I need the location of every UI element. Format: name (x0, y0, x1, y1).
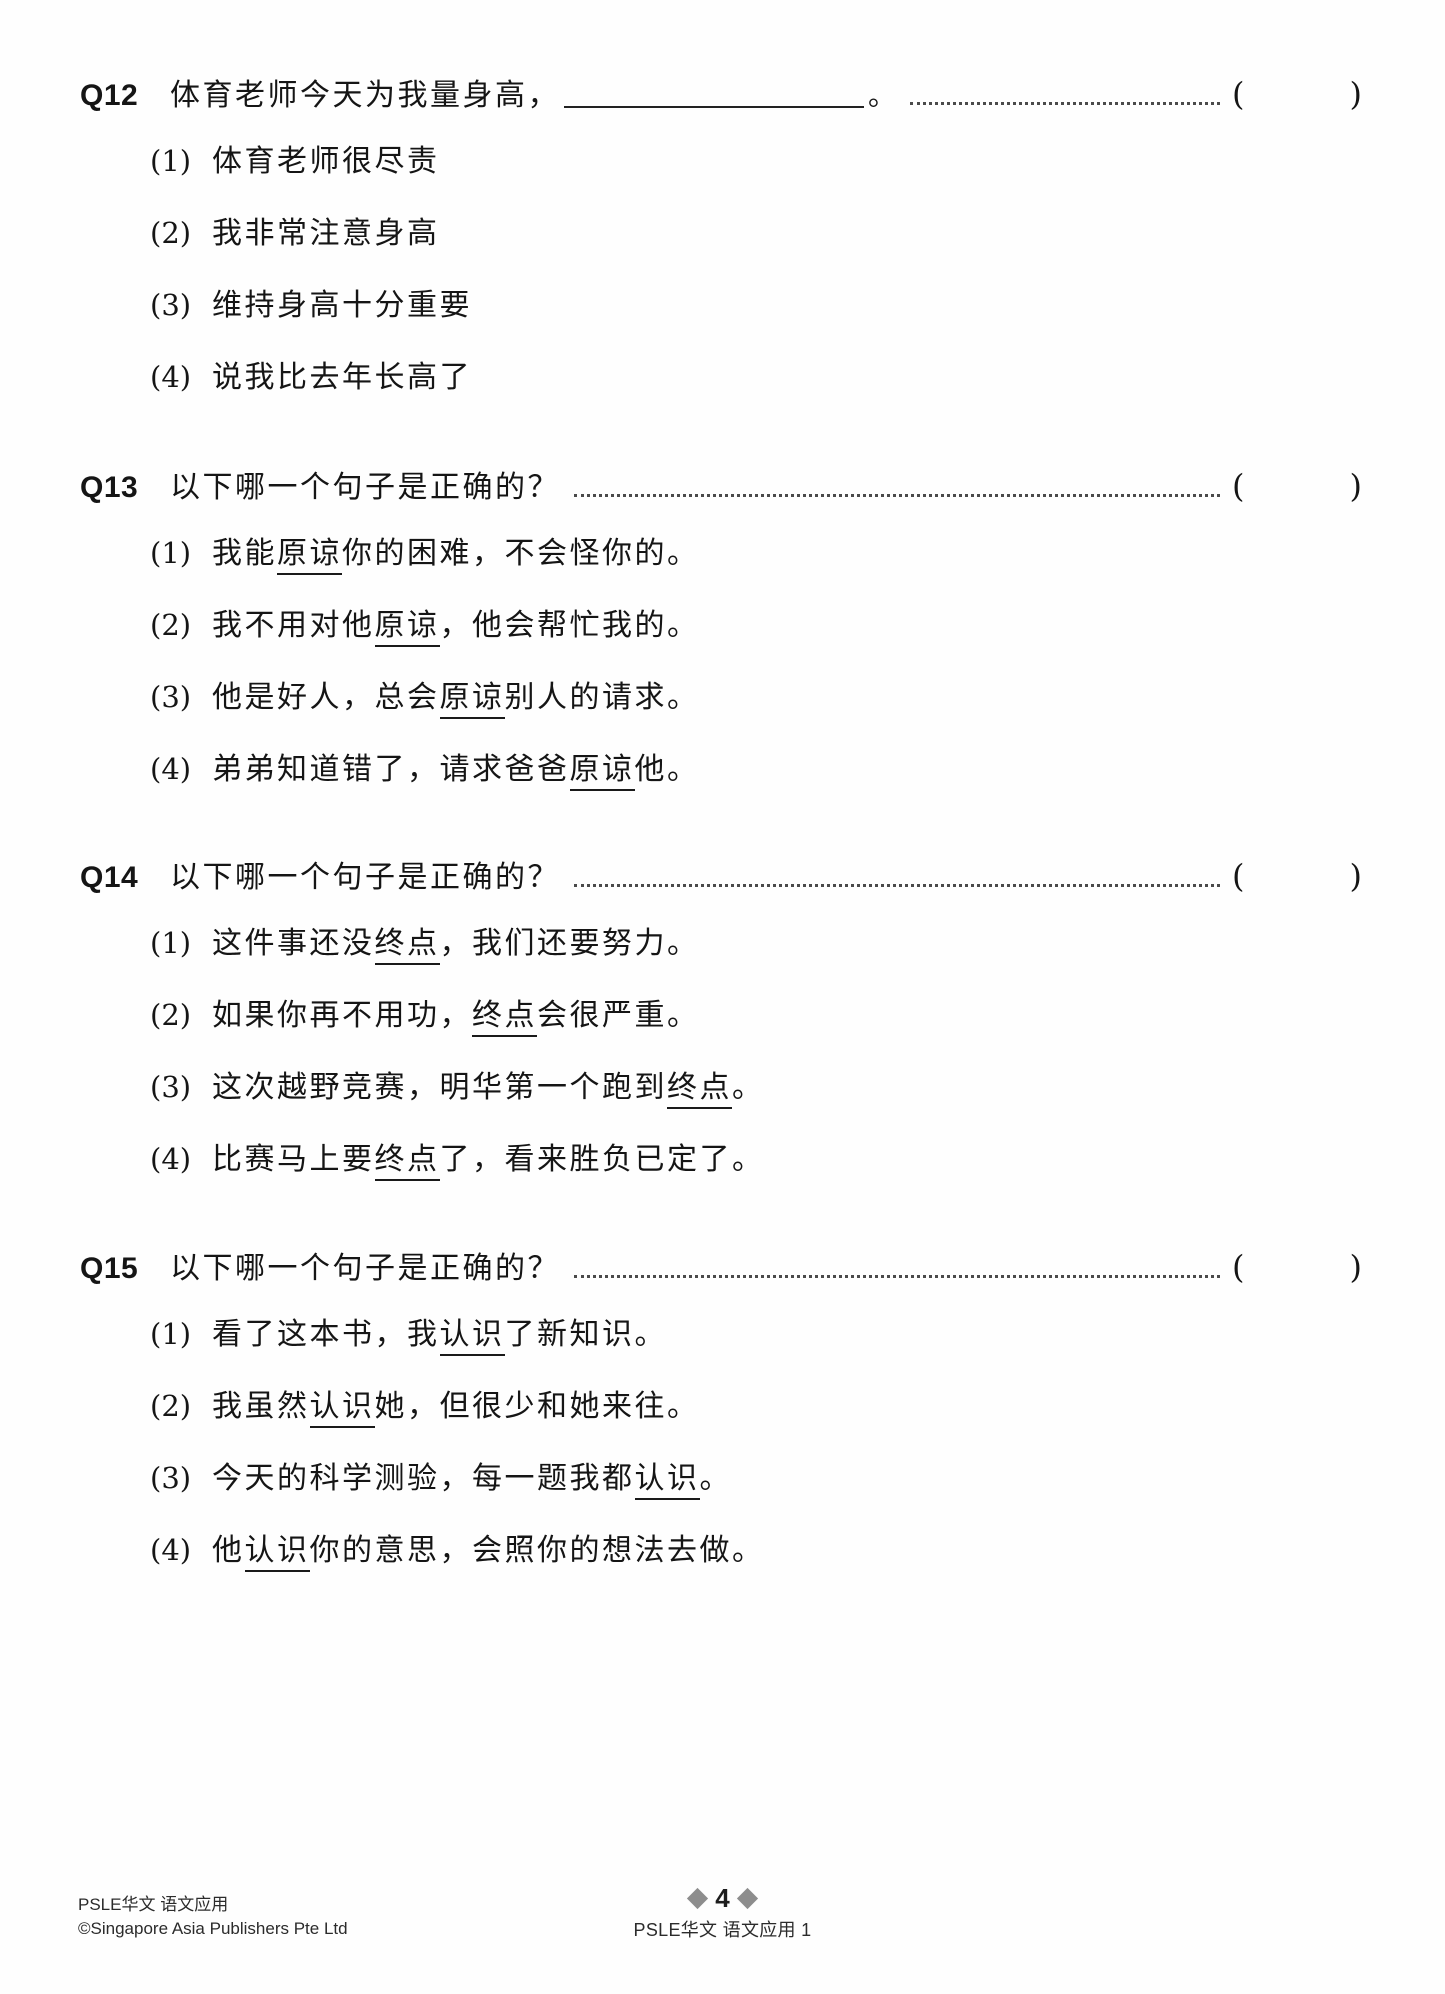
option-number: (4) (150, 1533, 192, 1567)
option-text: 弟弟知道错了，请求爸爸原谅他。 (212, 744, 700, 791)
option-text: 这次越野竞赛，明华第一个跑到终点。 (212, 1062, 765, 1109)
dotted-leader (910, 88, 1220, 105)
option-item[interactable]: (2) 我非常注意身高 (80, 208, 1370, 252)
option-item[interactable]: (3) 维持身高十分重要 (80, 280, 1370, 324)
option-number: (2) (150, 608, 192, 642)
footer-copyright: ©Singapore Asia Publishers Pte Ltd (78, 1919, 348, 1939)
answer-bracket[interactable]: ( ) (1232, 467, 1370, 505)
diamond-left-icon (687, 1887, 709, 1910)
option-item[interactable]: (4) 说我比去年长高了 (80, 352, 1370, 396)
question-stem: 体育老师今天为我量身高，。 (170, 78, 897, 113)
option-list: (1) 我能原谅你的困难，不会怪你的。 (2) 我不用对他原谅，他会帮忙我的。 … (80, 528, 1370, 791)
footer-book-title: PSLE华文 语文应用 1 (633, 1920, 812, 1940)
footer-center: 4 PSLE华文 语文应用 1 (0, 1883, 1445, 1942)
option-number: (2) (150, 1389, 192, 1423)
option-number: (4) (150, 752, 192, 786)
option-item[interactable]: (2) 我不用对他原谅，他会帮忙我的。 (80, 600, 1370, 647)
bracket-close: ) (1349, 467, 1362, 505)
option-text: 如果你再不用功，终点会很严重。 (212, 990, 700, 1037)
question-block-q13: Q13 以下哪一个句子是正确的？ ( ) (1) 我能原谅你的困难，不会怪你的。… (80, 462, 1370, 791)
question-block-q12: Q12 体育老师今天为我量身高，。 ( ) (1) 体育老师很尽责 (2) 我非… (80, 70, 1370, 396)
question-stem: 以下哪一个句子是正确的？ (170, 470, 560, 505)
option-text: 这件事还没终点，我们还要努力。 (212, 918, 700, 965)
option-number: (3) (150, 680, 192, 714)
option-item[interactable]: (2) 如果你再不用功，终点会很严重。 (80, 990, 1370, 1037)
dotted-leader (574, 1261, 1220, 1278)
question-number: Q14 (80, 861, 139, 894)
option-text: 维持身高十分重要 (212, 288, 472, 323)
diamond-right-icon (736, 1887, 758, 1910)
question-stem: 以下哪一个句子是正确的？ (170, 1251, 560, 1286)
bracket-close: ) (1349, 75, 1362, 113)
option-text: 体育老师很尽责 (212, 144, 440, 179)
question-block-q15: Q15 以下哪一个句子是正确的？ ( ) (1) 看了这本书，我认识了新知识。 … (80, 1243, 1370, 1572)
page-number-row: 4 (0, 1883, 1445, 1914)
option-text: 今天的科学测验，每一题我都认识。 (212, 1453, 732, 1500)
question-stem: 以下哪一个句子是正确的？ (170, 860, 560, 895)
option-item[interactable]: (1) 这件事还没终点，我们还要努力。 (80, 918, 1370, 965)
answer-bracket[interactable]: ( ) (1232, 75, 1370, 113)
option-text: 他是好人，总会原谅别人的请求。 (212, 672, 700, 719)
question-header: Q13 以下哪一个句子是正确的？ ( ) (80, 462, 1370, 506)
option-number: (3) (150, 288, 192, 322)
option-number: (1) (150, 536, 192, 570)
answer-blank-line[interactable] (564, 80, 864, 108)
option-number: (1) (150, 926, 192, 960)
option-text: 看了这本书，我认识了新知识。 (212, 1309, 667, 1356)
question-number: Q13 (80, 471, 139, 504)
question-header: Q14 以下哪一个句子是正确的？ ( ) (80, 852, 1370, 896)
option-number: (2) (150, 216, 192, 250)
option-number: (3) (150, 1461, 192, 1495)
option-item[interactable]: (1) 我能原谅你的困难，不会怪你的。 (80, 528, 1370, 575)
option-text: 他认识你的意思，会照你的想法去做。 (212, 1525, 765, 1572)
option-text: 我虽然认识她，但很少和她来往。 (212, 1381, 700, 1428)
page-number: 4 (715, 1883, 730, 1913)
answer-bracket[interactable]: ( ) (1232, 857, 1370, 895)
option-number: (1) (150, 1317, 192, 1351)
option-item[interactable]: (4) 比赛马上要终点了，看来胜负已定了。 (80, 1134, 1370, 1181)
dotted-leader (574, 480, 1220, 497)
question-block-q14: Q14 以下哪一个句子是正确的？ ( ) (1) 这件事还没终点，我们还要努力。… (80, 852, 1370, 1181)
question-number: Q12 (80, 79, 139, 112)
option-item[interactable]: (2) 我虽然认识她，但很少和她来往。 (80, 1381, 1370, 1428)
option-list: (1) 看了这本书，我认识了新知识。 (2) 我虽然认识她，但很少和她来往。 (… (80, 1309, 1370, 1572)
bracket-open: ( (1232, 1248, 1245, 1286)
option-list: (1) 体育老师很尽责 (2) 我非常注意身高 (3) 维持身高十分重要 (4)… (80, 136, 1370, 396)
option-number: (4) (150, 1142, 192, 1176)
option-number: (1) (150, 144, 192, 178)
option-item[interactable]: (3) 他是好人，总会原谅别人的请求。 (80, 672, 1370, 719)
question-header: Q15 以下哪一个句子是正确的？ ( ) (80, 1243, 1370, 1287)
footer-series-title: PSLE华文 语文应用 (78, 1894, 229, 1914)
option-text: 我不用对他原谅，他会帮忙我的。 (212, 600, 700, 647)
bracket-open: ( (1232, 75, 1245, 113)
option-item[interactable]: (3) 今天的科学测验，每一题我都认识。 (80, 1453, 1370, 1500)
option-item[interactable]: (4) 他认识你的意思，会照你的想法去做。 (80, 1525, 1370, 1572)
answer-bracket[interactable]: ( ) (1232, 1248, 1370, 1286)
dotted-leader (574, 870, 1220, 887)
option-list: (1) 这件事还没终点，我们还要努力。 (2) 如果你再不用功，终点会很严重。 … (80, 918, 1370, 1181)
option-item[interactable]: (4) 弟弟知道错了，请求爸爸原谅他。 (80, 744, 1370, 791)
option-text: 比赛马上要终点了，看来胜负已定了。 (212, 1134, 765, 1181)
option-number: (4) (150, 360, 192, 394)
bracket-open: ( (1232, 467, 1245, 505)
bracket-close: ) (1349, 1248, 1362, 1286)
option-text: 我非常注意身高 (212, 216, 440, 251)
bracket-close: ) (1349, 857, 1362, 895)
option-item[interactable]: (3) 这次越野竞赛，明华第一个跑到终点。 (80, 1062, 1370, 1109)
option-item[interactable]: (1) 看了这本书，我认识了新知识。 (80, 1309, 1370, 1356)
option-number: (2) (150, 998, 192, 1032)
footer-left: PSLE华文 语文应用 ©Singapore Asia Publishers P… (78, 1893, 348, 1942)
question-number: Q15 (80, 1252, 139, 1285)
option-text: 说我比去年长高了 (212, 360, 472, 395)
option-number: (3) (150, 1070, 192, 1104)
option-item[interactable]: (1) 体育老师很尽责 (80, 136, 1370, 180)
bracket-open: ( (1232, 857, 1245, 895)
option-text: 我能原谅你的困难，不会怪你的。 (212, 528, 700, 575)
question-header: Q12 体育老师今天为我量身高，。 ( ) (80, 70, 1370, 114)
